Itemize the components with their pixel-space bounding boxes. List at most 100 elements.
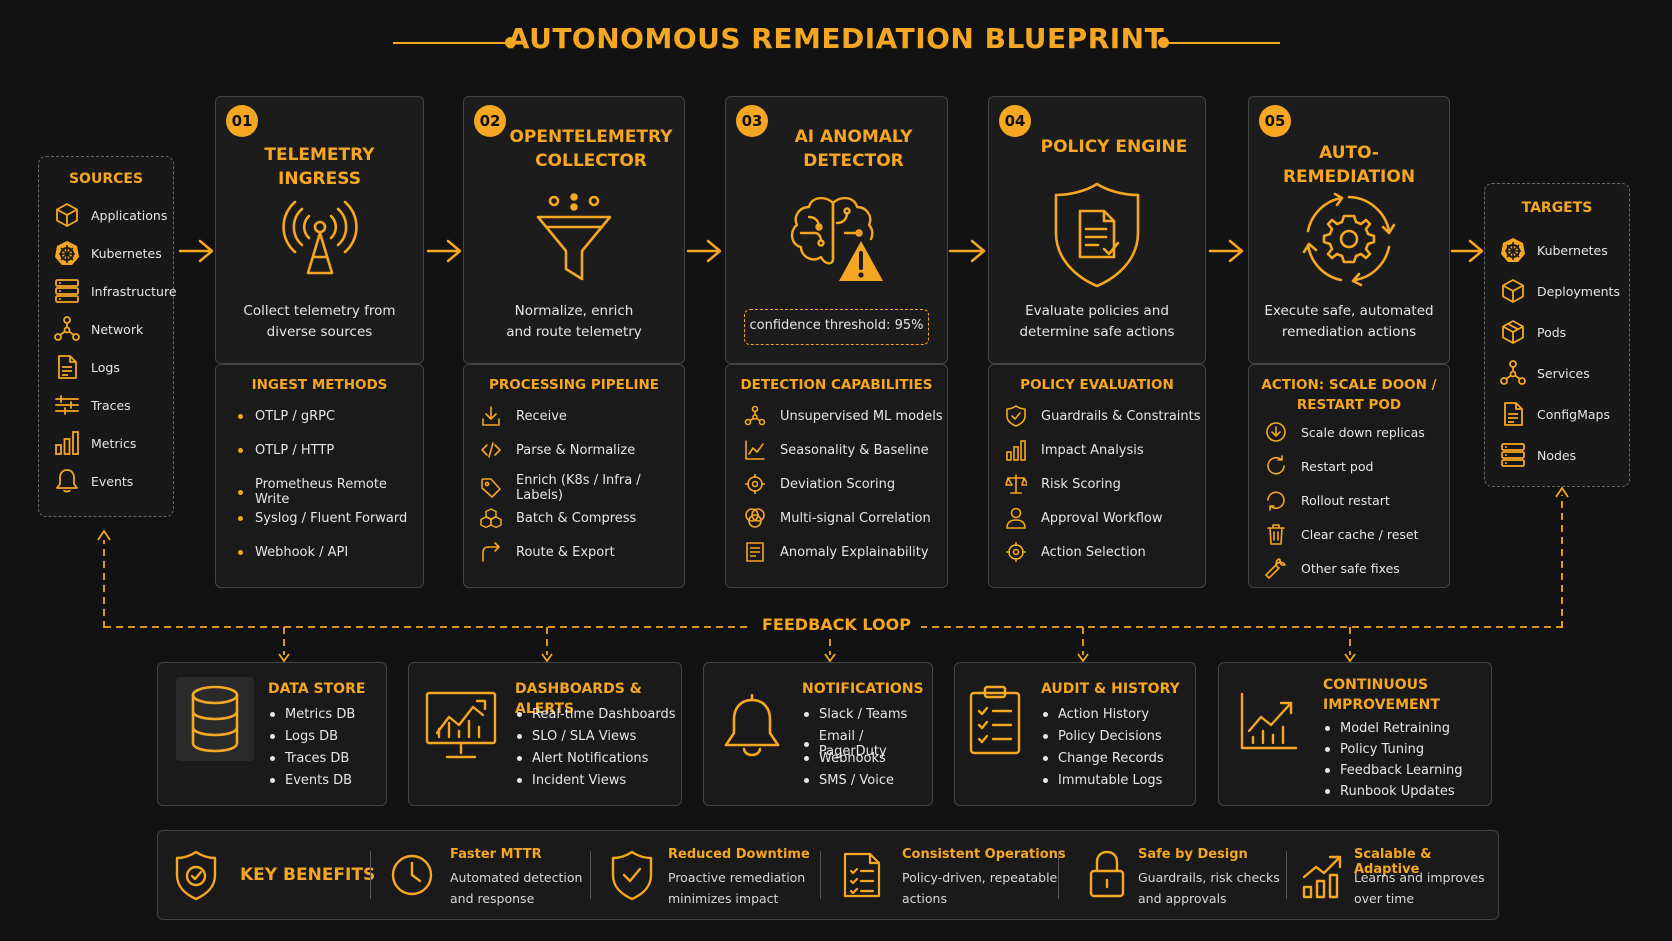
graph-nodes-icon: [744, 405, 766, 426]
stage-auto-remediation[interactable]: 05 AUTO-REMEDIATION Execute safe, automa…: [1248, 96, 1450, 364]
flow-arrow-2: [426, 239, 462, 263]
feedback-audit-history[interactable]: AUDIT & HISTORY Action History Policy De…: [954, 662, 1196, 806]
list-item: Logs DB: [270, 729, 338, 744]
stage-ai-anomaly-detector[interactable]: 03 AI ANOMALY DETECTOR confidence thresh…: [725, 96, 948, 364]
feedback-data-store[interactable]: DATA STORE Metrics DB Logs DB Traces DB …: [157, 662, 387, 806]
feedback-continuous-improvement[interactable]: CONTINUOUS IMPROVEMENT Model Retraining …: [1218, 662, 1492, 806]
stage-policy-engine[interactable]: 04 POLICY ENGINE Evaluate policies and d…: [988, 96, 1206, 364]
list-item: Real-time Dashboards: [517, 707, 676, 722]
feedback-dashboards-alerts[interactable]: DASHBOARDS & ALERTS Real-time Dashboards…: [408, 662, 682, 806]
source-item-infrastructure[interactable]: Infrastructure: [53, 277, 177, 305]
list-doc-icon: [746, 542, 764, 562]
list-item: Metrics DB: [270, 707, 355, 722]
list-item: Rollout restart: [1265, 489, 1390, 511]
refresh-icon: [1267, 491, 1285, 511]
stage-number-badge: 05: [1259, 105, 1291, 137]
list-item: Risk Scoring: [1005, 473, 1121, 495]
source-item-logs[interactable]: Logs: [53, 353, 120, 381]
divider: [590, 851, 591, 899]
stage-number-badge: 01: [226, 105, 258, 137]
key-benefits-panel: KEY BENEFITS Faster MTTR Automated detec…: [157, 830, 1499, 920]
stage-telemetry-ingress[interactable]: 01 TELEMETRY INGRESS Collect telemetry f…: [215, 96, 424, 364]
source-item-applications[interactable]: Applications: [53, 201, 167, 229]
shield-doc-icon: [1054, 182, 1140, 288]
bell-icon: [56, 469, 78, 493]
stage-description: Evaluate policies and determine safe act…: [1019, 303, 1175, 340]
feedback-loop-label: FEEDBACK LOOP: [752, 615, 921, 634]
target-icon: [1006, 542, 1026, 562]
list-item: SMS / Voice: [804, 773, 894, 788]
target-label: Pods: [1537, 324, 1567, 340]
venn-icon: [745, 508, 765, 528]
target-item-services[interactable]: Services: [1499, 359, 1590, 387]
target-item-deployments[interactable]: Deployments: [1499, 277, 1620, 305]
benefit-title: Safe by Design: [1138, 847, 1248, 862]
page-title: AUTONOMOUS REMEDIATION BLUEPRINT: [507, 22, 1165, 55]
list-item: Change Records: [1043, 751, 1164, 766]
stage-detection-capabilities: DETECTION CAPABILITIES Unsupervised ML m…: [725, 364, 948, 588]
flow-arrow-6: [1450, 239, 1484, 263]
target-item-nodes[interactable]: Nodes: [1499, 441, 1576, 469]
stage-description: Collect telemetry from diverse sources: [243, 303, 396, 340]
cube-icon: [1502, 279, 1524, 303]
shield-check-icon: [1006, 405, 1026, 427]
target-item-pods[interactable]: Pods: [1499, 318, 1566, 346]
network-nodes-icon: [54, 316, 80, 341]
list-item: Enrich (K8s / Infra / Labels): [480, 473, 684, 503]
feedback-title: CONTINUOUS IMPROVEMENT: [1323, 677, 1440, 713]
arrow-down-circle-icon: [1266, 422, 1286, 442]
source-item-traces[interactable]: Traces: [53, 391, 131, 419]
title-dot-left: [505, 37, 516, 48]
list-item: Scale down replicas: [1265, 421, 1425, 443]
list-item: Restart pod: [1265, 455, 1373, 477]
source-label: Metrics: [91, 435, 137, 451]
stage-title: AUTO-REMEDIATION: [1282, 143, 1416, 187]
stage-description: Normalize, enrich and route telemetry: [506, 303, 642, 340]
key-benefits-heading: KEY BENEFITS: [240, 865, 376, 885]
list-item: Anomaly Explainability: [744, 541, 929, 563]
source-item-metrics[interactable]: Metrics: [53, 429, 136, 457]
confidence-threshold-badge: confidence threshold: 95%: [744, 309, 929, 345]
scales-icon: [1005, 474, 1027, 494]
list-item: Impact Analysis: [1005, 439, 1144, 461]
list-item: Alert Notifications: [517, 751, 648, 766]
flow-arrow-3: [686, 239, 722, 263]
cube-icon: [56, 203, 78, 227]
list-item: Immutable Logs: [1043, 773, 1162, 788]
growth-chart-icon: [1302, 855, 1342, 899]
target-item-configmaps[interactable]: ConfigMaps: [1499, 400, 1610, 428]
source-item-network[interactable]: Network: [53, 315, 143, 343]
source-item-kubernetes[interactable]: Kubernetes: [53, 239, 162, 267]
list-item: Policy Decisions: [1043, 729, 1162, 744]
person-icon: [1006, 507, 1026, 529]
section-title: POLICY EVALUATION: [1020, 377, 1174, 393]
stage-remediation-actions: ACTION: SCALE DOON / RESTART POD Scale d…: [1248, 364, 1450, 588]
cube-icon: [1502, 320, 1524, 344]
target-icon: [745, 474, 765, 494]
traces-icon: [55, 395, 79, 415]
funnel-icon: [536, 193, 612, 281]
stage-opentelemetry-collector[interactable]: 02 OPENTELEMETRY COLLECTOR Normalize, en…: [463, 96, 685, 364]
route-icon: [482, 542, 500, 562]
database-icon: [176, 677, 254, 761]
list-item: Syslog / Fluent Forward: [238, 511, 407, 526]
target-item-kubernetes[interactable]: Kubernetes: [1499, 236, 1608, 264]
boxes-icon: [480, 508, 502, 529]
targets-heading: TARGETS: [1521, 200, 1593, 216]
document-icon: [1504, 402, 1523, 426]
source-label: Applications: [91, 207, 168, 223]
list-item: Receive: [480, 405, 567, 427]
shield-check-icon: [611, 850, 653, 901]
title-line-left: [393, 42, 513, 44]
feedback-notifications[interactable]: NOTIFICATIONS Slack / Teams Email / Page…: [703, 662, 933, 806]
flow-arrow-5: [1208, 239, 1244, 263]
source-item-events[interactable]: Events: [53, 467, 133, 495]
list-item: Clear cache / reset: [1265, 523, 1419, 545]
stage-policy-evaluation: POLICY EVALUATION Guardrails & Constrain…: [988, 364, 1206, 588]
sources-panel: SOURCES Applications Kubernetes Infrastr…: [38, 156, 177, 517]
list-item: OTLP / gRPC: [238, 409, 335, 424]
